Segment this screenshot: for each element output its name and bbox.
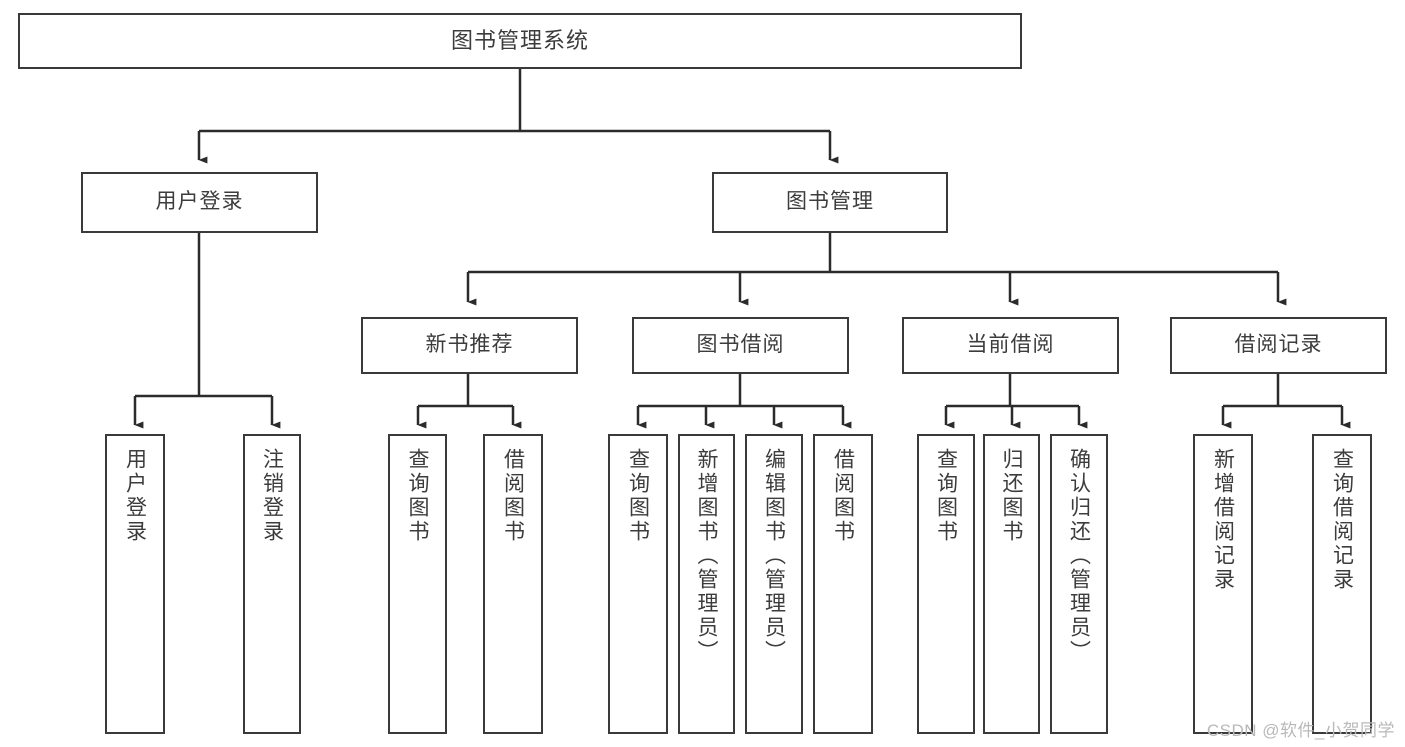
leaf-query-book-recommend[interactable]: 查询图书 xyxy=(388,434,447,734)
node-label: 当前借阅 xyxy=(966,333,1055,357)
node-user-login[interactable]: 用户登录 xyxy=(81,172,318,233)
leaf-return-book[interactable]: 归还图书 xyxy=(983,434,1040,734)
node-label: 注销登录 xyxy=(260,448,284,544)
node-label: 确认归还（管理员） xyxy=(1067,448,1091,664)
node-label: 查询图书 xyxy=(406,448,429,544)
node-label: 图书管理系统 xyxy=(450,28,589,54)
leaf-query-book-current[interactable]: 查询图书 xyxy=(917,434,975,734)
node-label: 用户登录 xyxy=(155,190,244,214)
node-label: 图书借阅 xyxy=(696,333,785,357)
node-label: 归还图书 xyxy=(1000,448,1023,544)
leaf-query-book-borrow[interactable]: 查询图书 xyxy=(608,434,668,734)
node-label: 查询借阅记录 xyxy=(1330,448,1354,592)
leaf-borrow-book[interactable]: 借阅图书 xyxy=(813,434,873,734)
node-label: 新书推荐 xyxy=(425,333,514,357)
node-label: 借阅图书 xyxy=(501,448,525,544)
node-label: 借阅图书 xyxy=(831,448,855,544)
node-label: 借阅记录 xyxy=(1234,333,1323,357)
node-label: 图书管理 xyxy=(786,190,874,214)
watermark-text: CSDN @软件_小贺同学 xyxy=(1206,721,1395,740)
node-new-book-recommend[interactable]: 新书推荐 xyxy=(361,317,578,374)
leaf-add-borrow-record[interactable]: 新增借阅记录 xyxy=(1193,434,1253,734)
node-label: 用户登录 xyxy=(123,448,147,544)
node-label: 新增借阅记录 xyxy=(1211,448,1235,592)
node-borrow-record[interactable]: 借阅记录 xyxy=(1170,317,1387,374)
leaf-confirm-return[interactable]: 确认归还（管理员） xyxy=(1050,434,1108,734)
node-label: 查询图书 xyxy=(626,448,650,544)
node-label: 查询图书 xyxy=(934,448,958,544)
leaf-user-login[interactable]: 用户登录 xyxy=(105,434,165,734)
node-book-management[interactable]: 图书管理 xyxy=(712,172,948,233)
leaf-logout-login[interactable]: 注销登录 xyxy=(243,434,301,734)
node-current-borrow[interactable]: 当前借阅 xyxy=(902,317,1119,374)
leaf-edit-book[interactable]: 编辑图书（管理员） xyxy=(745,434,803,734)
node-root-book-management-system[interactable]: 图书管理系统 xyxy=(18,13,1022,69)
node-label: 编辑图书（管理员） xyxy=(762,448,786,664)
leaf-borrow-book-recommend[interactable]: 借阅图书 xyxy=(483,434,543,734)
node-label: 新增图书（管理员） xyxy=(695,448,718,664)
leaf-add-book[interactable]: 新增图书（管理员） xyxy=(678,434,735,734)
leaf-query-borrow-record[interactable]: 查询借阅记录 xyxy=(1312,434,1372,734)
node-book-borrow[interactable]: 图书借阅 xyxy=(632,317,849,374)
